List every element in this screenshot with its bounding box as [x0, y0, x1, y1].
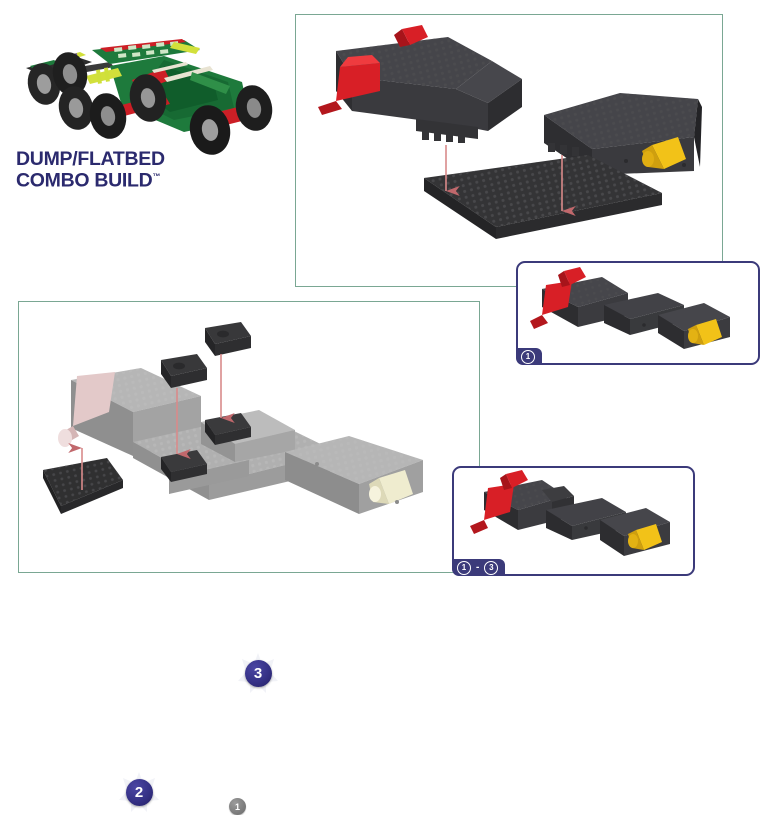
inset-1-3-step-number-end: 3 — [484, 560, 499, 575]
page-title: DUMP/FLATBED COMBO BUILD™ — [16, 148, 266, 192]
inset-panel-step-1-result: 1 — [516, 261, 760, 365]
trademark-symbol: ™ — [152, 172, 161, 181]
part-base-plate — [424, 155, 662, 239]
inset-panel-step-1-3-result: 1 - 3 — [452, 466, 695, 576]
step-badge-3: 3 — [238, 653, 278, 693]
hero-block: DUMP/FLATBED COMBO BUILD™ — [0, 0, 292, 200]
part-black-connector-brick-right — [205, 322, 251, 356]
step-panel-1: 1 — [295, 14, 723, 287]
page-title-line2: COMBO BUILD — [16, 169, 153, 192]
inset-1-3-artwork — [470, 470, 670, 556]
inset-1-3-label: 1 - 3 — [452, 559, 506, 576]
part-black-connector-brick-left — [161, 354, 207, 388]
inset-1-3-separator: - — [476, 562, 480, 573]
subassembly-marker-1: 1 — [229, 798, 246, 815]
step-badge-3-number: 3 — [244, 659, 272, 687]
step-panel-2-3: 2 3 1 — [18, 301, 480, 815]
inset-1-step-number: 1 — [521, 349, 535, 364]
part-seated-brick-left — [161, 450, 207, 482]
step-badge-2: 2 — [119, 772, 159, 812]
step-badge-2-number: 2 — [125, 778, 153, 806]
part-left-chassis-block — [318, 25, 522, 143]
inset-1-3-step-number-start: 1 — [457, 560, 471, 575]
part-right-chassis-block — [544, 93, 702, 175]
part-seated-brick-right — [205, 413, 251, 445]
inset-1-label: 1 — [516, 348, 542, 365]
step-2-3-artwork — [43, 322, 423, 514]
hero-vehicle-image — [14, 22, 274, 155]
part-black-base-plate — [43, 458, 123, 514]
step-1-artwork — [318, 25, 702, 239]
inset-1-artwork — [530, 267, 730, 349]
page-title-line1: DUMP/FLATBED — [16, 148, 165, 170]
